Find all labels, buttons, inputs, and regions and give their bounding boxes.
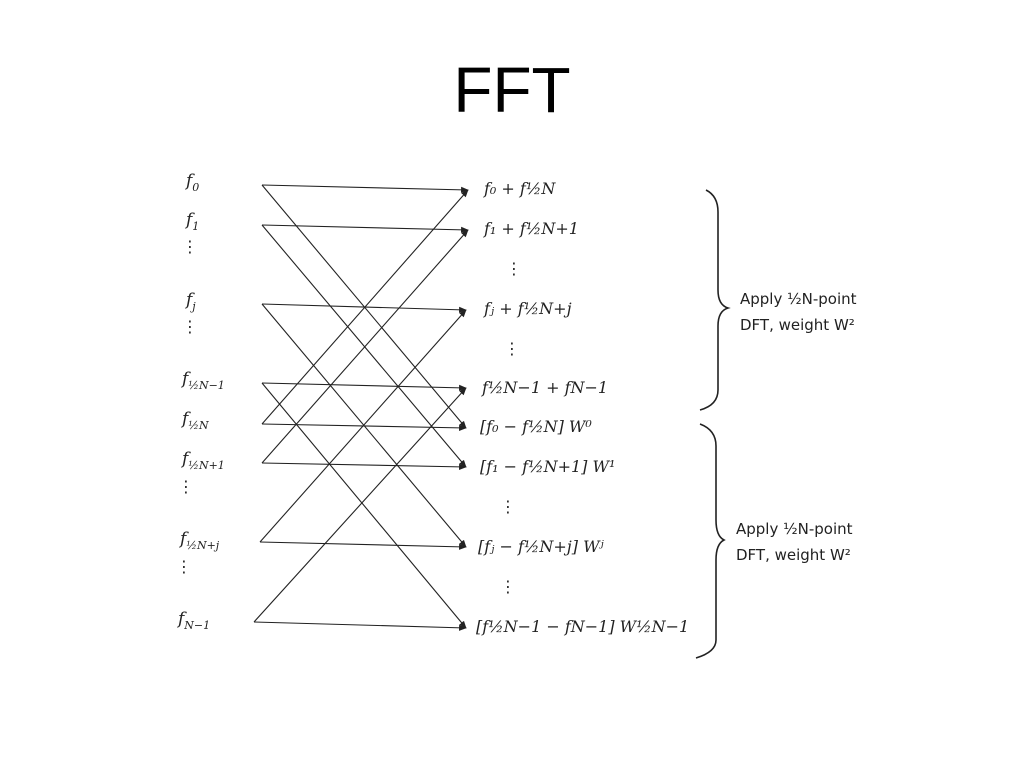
output-ellipsis-3: ⋮ xyxy=(500,497,516,516)
arrow-fn-minus1-to-difflast xyxy=(253,621,467,631)
input-label-f1: f1 xyxy=(184,210,199,233)
output-label-sum1: f₁ + f½N+1 xyxy=(483,219,579,238)
bottom-brace xyxy=(695,423,726,659)
arrow-fhalf-to-sum0 xyxy=(261,189,469,425)
output-label-diff-last: [f½N−1 − fN−1] W½N−1 xyxy=(476,617,689,636)
bottom-annotation-line2: DFT, weight W² xyxy=(736,546,851,564)
arrow-fhalf-plus-j-to-diffj xyxy=(259,541,467,550)
input-ellipsis-2: ⋮ xyxy=(182,317,198,336)
output-label-sum0: f₀ + f½N xyxy=(483,179,556,198)
input-ellipsis-1: ⋮ xyxy=(182,237,198,256)
output-label-diff1: [f₁ − f½N+1] W¹ xyxy=(480,457,615,476)
output-label-sum-last: f½N−1 + fN−1 xyxy=(481,378,608,397)
arrow-fhalf-plus1-to-diff1 xyxy=(261,462,467,470)
arrow-fn-minus1-to-sum-last xyxy=(253,387,467,623)
input-ellipsis-3: ⋮ xyxy=(178,477,194,496)
output-ellipsis-1: ⋮ xyxy=(506,259,522,278)
butterfly-arrows xyxy=(253,184,469,631)
input-ellipsis-4: ⋮ xyxy=(176,557,192,576)
arrow-f0-to-sum0 xyxy=(261,184,469,193)
input-label-f-half-n-plus-j: f½N+j xyxy=(178,529,220,552)
arrow-fhalf-minus1-to-sum xyxy=(261,382,467,391)
output-labels: f₀ + f½N f₁ + f½N+1 ⋮ fⱼ + f½N+j ⋮ f½N−1… xyxy=(476,179,689,636)
input-label-f0: f0 xyxy=(184,171,199,194)
input-labels: f0 f1 ⋮ fj ⋮ f½N−1 f½N f½N+1 ⋮ f½N+j ⋮ f… xyxy=(176,171,225,632)
input-label-f-half-n-plus-1: f½N+1 xyxy=(180,449,225,472)
arrow-f0-to-diff0 xyxy=(261,184,467,429)
output-label-diffj: [fⱼ − f½N+j] Wʲ xyxy=(478,537,605,556)
output-label-sumj: fⱼ + f½N+j xyxy=(483,299,572,318)
arrow-fhalf-plus1-to-sum1 xyxy=(261,229,469,464)
output-ellipsis-4: ⋮ xyxy=(500,577,516,596)
top-annotation-line2: DFT, weight W² xyxy=(740,316,855,334)
input-label-fj: fj xyxy=(184,290,196,313)
output-ellipsis-2: ⋮ xyxy=(504,339,520,358)
input-label-f-half-n-minus-1: f½N−1 xyxy=(180,369,225,392)
output-label-diff0: [f₀ − f½N] W⁰ xyxy=(480,417,592,436)
input-label-f-n-minus-1: fN−1 xyxy=(176,609,210,632)
bottom-annotation-line1: Apply ½N-point xyxy=(736,520,853,538)
page-title: FFT xyxy=(453,54,571,126)
top-annotation-line1: Apply ½N-point xyxy=(740,290,857,308)
arrow-f1-to-diff1 xyxy=(261,224,467,468)
input-label-f-half-n: f½N xyxy=(180,409,209,432)
arrow-fhalf-plus-j-to-sumj xyxy=(259,309,467,543)
top-brace xyxy=(699,189,731,411)
